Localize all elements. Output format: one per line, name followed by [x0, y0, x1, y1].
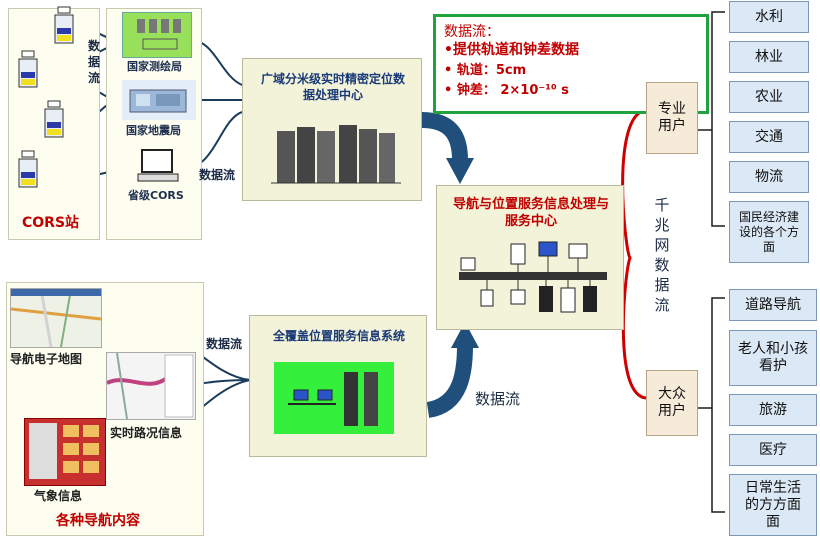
coverage-system-title: 全覆盖位置服务信息系统: [272, 329, 405, 343]
info-box-title: 数据流：: [444, 24, 500, 40]
public-use-case: 日常生活的方方面面: [729, 474, 817, 536]
bottom-flow-label: 数据流: [475, 390, 521, 408]
network-diagram-image: [459, 241, 607, 313]
provincial-cors-label: 省级CORS: [128, 189, 184, 202]
weather-info-label: 气象信息: [34, 489, 83, 503]
nav-service-center: 导航与位置服务信息处理与服务中心: [436, 185, 624, 330]
pro-use-case: 水利: [729, 1, 809, 33]
cors-flow-label-vertical: 数 据 流: [87, 39, 100, 85]
info-box-item: • 轨道：5cm: [444, 63, 527, 78]
surveying-bureau-label: 国家测绘局: [127, 60, 182, 73]
nav-map-label: 导航电子地图: [10, 352, 83, 366]
cors-flow-label: 数据流: [199, 168, 236, 182]
surveying-bureau-image: [122, 12, 192, 58]
public-use-case: 医疗: [729, 434, 817, 466]
cors-receiver-icon: [18, 50, 38, 88]
public-use-case: 旅游: [729, 394, 817, 426]
pro-use-case: 农业: [729, 81, 809, 113]
weather-info-image: [24, 418, 106, 486]
nav-content-flow-label: 数据流: [206, 337, 243, 351]
seismology-bureau-image: [122, 80, 196, 120]
info-box-item: •提供轨道和钟差数据: [444, 42, 579, 58]
seismology-bureau-label: 国家地震局: [126, 124, 181, 137]
gigabit-network-label: 千兆 网数 据流: [654, 196, 670, 314]
public-use-case: 道路导航: [729, 289, 817, 321]
public-users-box: 大众用户: [646, 370, 698, 436]
pro-users-box: 专业用户: [646, 82, 698, 154]
nav-map-image: [10, 288, 102, 348]
nav-content-label: 各种导航内容: [56, 513, 140, 529]
cors-receiver-icon: [18, 150, 38, 188]
pro-use-case: 物流: [729, 161, 809, 193]
public-users-label: 大众用户: [658, 386, 686, 419]
cors-receiver-icon: [44, 100, 64, 138]
pro-users-label: 专业用户: [658, 101, 686, 134]
cors-station-label: CORS站: [22, 215, 80, 231]
nav-center-title: 导航与位置服务信息处理与服务中心: [452, 197, 609, 229]
wide-area-processing-center: 广域分米级实时精密定位数据处理中心: [242, 58, 422, 201]
pro-use-case: 交通: [729, 121, 809, 153]
wide-area-center-title: 广域分米级实时精密定位数据处理中心: [260, 72, 405, 102]
coverage-service-system: 全覆盖位置服务信息系统: [249, 315, 427, 457]
cors-receiver-icon: [54, 6, 74, 44]
info-box-item: • 钟差： 2×10⁻¹⁰ s: [444, 83, 569, 98]
computer-icon: [137, 149, 179, 182]
public-use-case: 老人和小孩看护: [729, 330, 817, 386]
server-rack-image: [271, 125, 401, 184]
pro-use-case: 国民经济建设的各个方面: [729, 201, 809, 263]
traffic-info-image: [106, 352, 196, 420]
traffic-info-label: 实时路况信息: [110, 426, 183, 440]
pro-use-case: 林业: [729, 41, 809, 73]
service-terminals-image: [274, 362, 394, 434]
